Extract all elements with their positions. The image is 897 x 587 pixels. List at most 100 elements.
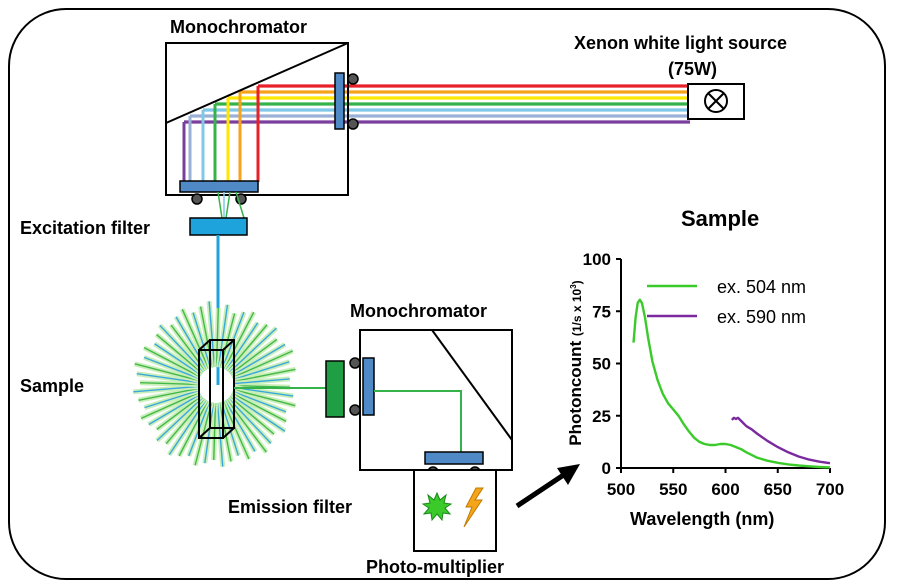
emission-filter-label: Emission filter xyxy=(228,497,353,517)
lightning-icon xyxy=(463,487,484,528)
emission-ray xyxy=(156,334,203,374)
top-monochromator-label: Monochromator xyxy=(170,17,307,37)
x-tick-label: 500 xyxy=(607,480,635,499)
dispersed-beams xyxy=(182,86,260,182)
bottom-internal-beam xyxy=(374,390,462,452)
emission-ray xyxy=(178,400,209,457)
light-source-label: Xenon white light source xyxy=(574,33,788,53)
y-axis-title: Photoncount xyxy=(566,340,585,446)
y-axis-unit-exponent: 3 xyxy=(569,284,578,289)
emission-ray xyxy=(134,363,199,382)
x-tick-label: 700 xyxy=(816,480,844,499)
top-exit-slit xyxy=(179,180,259,193)
emission-ray xyxy=(217,304,229,368)
y-tick-label: 100 xyxy=(583,250,611,269)
emission-ray xyxy=(229,396,275,435)
emission-ray xyxy=(215,308,220,368)
emission-ray xyxy=(204,402,215,464)
bottom-slit-knob-lower xyxy=(349,404,361,416)
emission-ray xyxy=(144,389,200,409)
emission-ray xyxy=(156,396,204,442)
emission-ray xyxy=(136,372,199,384)
top-entrance-slit xyxy=(334,72,345,130)
top-slit-knob-upper xyxy=(347,73,359,85)
sample-label: Sample xyxy=(20,376,85,396)
y-tick-label: 50 xyxy=(592,355,611,374)
fluorescence-starburst-icon xyxy=(421,491,453,522)
emission-ray xyxy=(229,338,278,375)
top-exit-knob-left xyxy=(191,193,203,205)
chart-title: Sample xyxy=(681,206,760,231)
emission-ray xyxy=(181,308,210,369)
emission-ray xyxy=(133,385,199,393)
bottom-entrance-slit xyxy=(362,357,375,416)
emission-ray xyxy=(143,356,200,380)
bottom-monochromator-box xyxy=(359,329,513,471)
emission-ray xyxy=(192,312,212,369)
emission-ray xyxy=(233,368,296,383)
top-slit-knob-lower xyxy=(347,118,359,130)
excitation-small-beams xyxy=(217,191,245,219)
bottom-monochromator-label: Monochromator xyxy=(350,301,487,321)
x-tick-label: 650 xyxy=(764,480,792,499)
top-grating-diagonal xyxy=(165,42,349,124)
emission-ray xyxy=(231,392,287,423)
photomultiplier-label: Photo-multiplier xyxy=(366,557,504,577)
emission-ray xyxy=(232,361,290,381)
emission-ray xyxy=(216,402,224,467)
y-tick-label: 75 xyxy=(592,302,611,321)
emission-ray xyxy=(138,387,199,401)
excitation-filter-label: Excitation filter xyxy=(20,218,151,238)
y-tick-label: 25 xyxy=(592,407,611,426)
top-monochromator-box xyxy=(165,42,349,196)
emission-ray xyxy=(143,347,201,378)
xenon-lamp-icon xyxy=(704,89,728,113)
emission-ray xyxy=(224,400,256,452)
emission-ray xyxy=(233,384,290,388)
sample-emission-rays xyxy=(133,301,296,467)
emission-ray xyxy=(230,394,286,432)
excitation-filter xyxy=(189,217,248,236)
emission-ray xyxy=(156,395,203,430)
bottom-slit-knob-upper xyxy=(349,357,361,369)
emission-ray xyxy=(233,388,296,407)
bottom-grating-diagonal xyxy=(431,329,513,441)
emission-ray xyxy=(225,322,259,371)
series-line-2 xyxy=(730,416,831,465)
emission-ray xyxy=(231,343,286,377)
chart-y-axis-label: Photoncount (1/s x 103) xyxy=(566,280,586,445)
emission-ray xyxy=(218,402,232,462)
emission-ray xyxy=(228,327,277,374)
emission-ray xyxy=(154,343,202,376)
emission-ray xyxy=(233,378,290,385)
x-tick-label: 550 xyxy=(659,480,687,499)
cuvette xyxy=(198,339,235,439)
diagram-frame xyxy=(8,8,886,580)
legend-label-2: ex. 590 nm xyxy=(717,307,806,327)
y-axis-unit-close: ) xyxy=(570,280,584,285)
emission-ray xyxy=(148,393,201,426)
legend-label-1: ex. 504 nm xyxy=(717,277,806,297)
emission-ray xyxy=(227,397,272,444)
emission-ray xyxy=(208,301,216,368)
y-tick-label: 0 xyxy=(602,459,611,478)
y-axis-unit: (1/s x 103) xyxy=(569,280,584,337)
chart-x-axis-label: Wavelength (nm) xyxy=(630,509,775,529)
emission-ray xyxy=(159,324,205,373)
incident-beams xyxy=(184,84,690,124)
series-line-1 xyxy=(632,298,831,469)
emission-ray xyxy=(140,382,199,386)
emission-ray xyxy=(140,391,200,419)
emission-ray xyxy=(223,311,255,370)
emission-ray xyxy=(213,402,217,460)
emission-ray xyxy=(222,401,250,460)
y-axis-unit-text: (1/s x 10 xyxy=(570,288,584,337)
light-source-power-label: (75W) xyxy=(668,59,717,79)
emission-ray xyxy=(232,390,287,413)
emission-ray xyxy=(232,350,294,379)
emission-ray xyxy=(175,316,208,370)
emission-filter xyxy=(325,360,345,418)
